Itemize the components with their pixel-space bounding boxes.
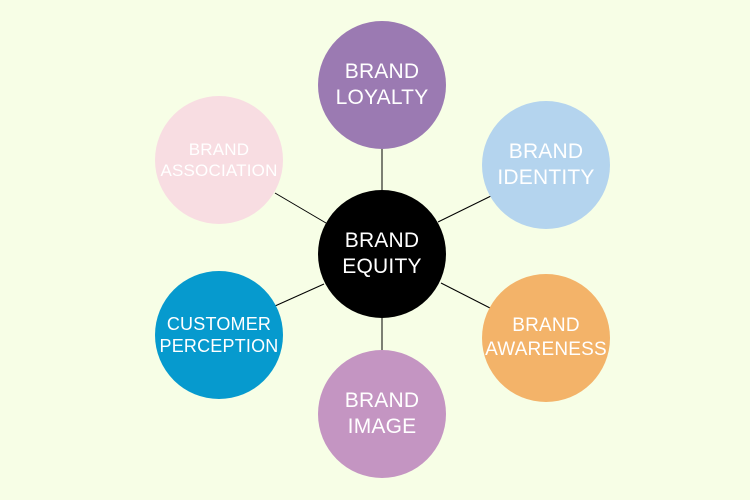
connector-top-left [274, 192, 327, 224]
node-bottom-left-line2: PERCEPTION [159, 336, 279, 356]
node-brand-awareness: BRAND AWARENESS [482, 274, 610, 402]
node-top-left-line2: ASSOCIATION [160, 161, 278, 180]
node-top-left-line1: BRAND [188, 139, 250, 159]
node-bottom-line2: IMAGE [347, 415, 417, 438]
node-top-line1: BRAND [344, 59, 420, 83]
connector-bottom-left [274, 283, 325, 307]
node-brand-image: BRAND IMAGE [318, 350, 446, 478]
node-top-right-line1: BRAND [508, 139, 584, 163]
center-node-brand-equity: BRAND EQUITY [318, 190, 446, 318]
connector-bottom-right [440, 282, 491, 309]
node-brand-association: BRAND ASSOCIATION [155, 96, 283, 224]
node-bottom-right-line2: AWARENESS [485, 339, 607, 360]
node-bottom-left-line1: CUSTOMER [166, 313, 272, 334]
node-brand-identity: BRAND IDENTITY [482, 101, 610, 229]
center-node-line2: EQUITY [342, 255, 422, 278]
node-brand-loyalty: BRAND LOYALTY [318, 21, 446, 149]
node-top-right-line2: IDENTITY [497, 166, 595, 189]
node-bottom-right-line1: BRAND [512, 315, 580, 337]
node-customer-perception: CUSTOMER PERCEPTION [155, 271, 283, 399]
node-top-line2: LOYALTY [335, 86, 429, 109]
center-node-line1: BRAND [344, 228, 420, 252]
node-bottom-line1: BRAND [344, 388, 420, 412]
connector-top-right [437, 195, 492, 223]
